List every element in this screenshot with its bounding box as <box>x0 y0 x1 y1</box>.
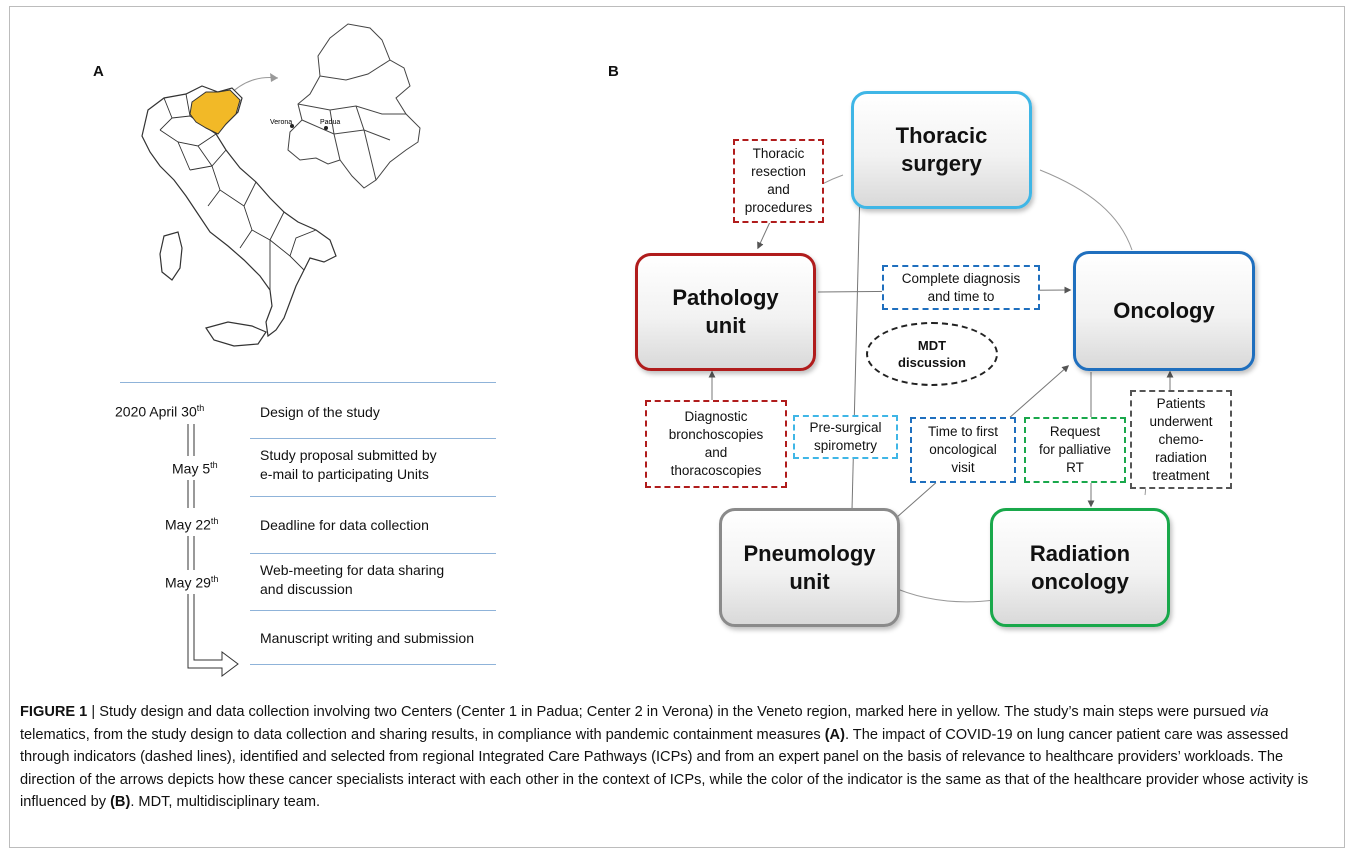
figure-caption: FIGURE 1 | Study design and data collect… <box>20 704 1309 810</box>
timeline-divider <box>120 382 496 383</box>
node-pathology-unit: Pathology unit <box>635 253 816 371</box>
italy-map: Verona Padua <box>141 23 421 347</box>
figure-frame <box>9 6 1345 848</box>
timeline-divider <box>250 553 496 554</box>
timeline-step: Design of the study <box>260 404 380 420</box>
timeline-date: 2020 April 30th <box>115 403 205 420</box>
italy-outline <box>141 85 337 347</box>
timeline-divider <box>250 664 496 665</box>
timeline-date: May 29th <box>165 574 219 591</box>
timeline-date: May 5th <box>172 460 218 477</box>
timeline-step: Web-meeting for data sharing and discuss… <box>260 562 445 597</box>
indicator-diagnostic-bronchoscopies: Diagnostic bronchoscopies and thoracosco… <box>645 400 787 488</box>
timeline-step: Manuscript writing and submission <box>260 630 474 646</box>
timeline-divider <box>250 496 496 497</box>
panel-b-label: B <box>608 63 619 80</box>
indicator-complete-diagnosis: Complete diagnosis and time to <box>882 265 1040 310</box>
veneto-inset <box>287 23 421 189</box>
veneto-highlight <box>189 89 241 135</box>
indicator-first-oncological-visit: Time to first oncological visit <box>910 417 1016 483</box>
indicator-presurgical-spirometry: Pre-surgical spirometry <box>793 415 898 459</box>
indicator-palliative-rt: Request for palliative RT <box>1024 417 1126 483</box>
timeline-step: Study proposal submitted by e-mail to pa… <box>260 447 437 482</box>
node-pneumology-unit: Pneumology unit <box>719 508 900 627</box>
padua-label: Padua <box>320 119 340 126</box>
node-thoracic-surgery: Thoracic surgery <box>851 91 1032 209</box>
indicator-chemo-radiation: Patients underwent chemo- radiation trea… <box>1130 390 1232 489</box>
timeline-connectors <box>187 424 239 677</box>
panel-a-label: A <box>93 63 104 80</box>
timeline-date: May 22th <box>165 516 219 533</box>
figure-label: FIGURE 1 <box>20 704 88 720</box>
timeline-divider <box>250 610 496 611</box>
timeline-step: Deadline for data collection <box>260 517 429 533</box>
verona-label: Verona <box>270 119 292 126</box>
indicator-thoracic-resection: Thoracic resection and procedures <box>733 139 824 223</box>
timeline-divider <box>250 438 496 439</box>
mdt-discussion: MDT discussion <box>866 322 998 386</box>
node-radiation-oncology: Radiation oncology <box>990 508 1170 627</box>
node-oncology: Oncology <box>1073 251 1255 371</box>
